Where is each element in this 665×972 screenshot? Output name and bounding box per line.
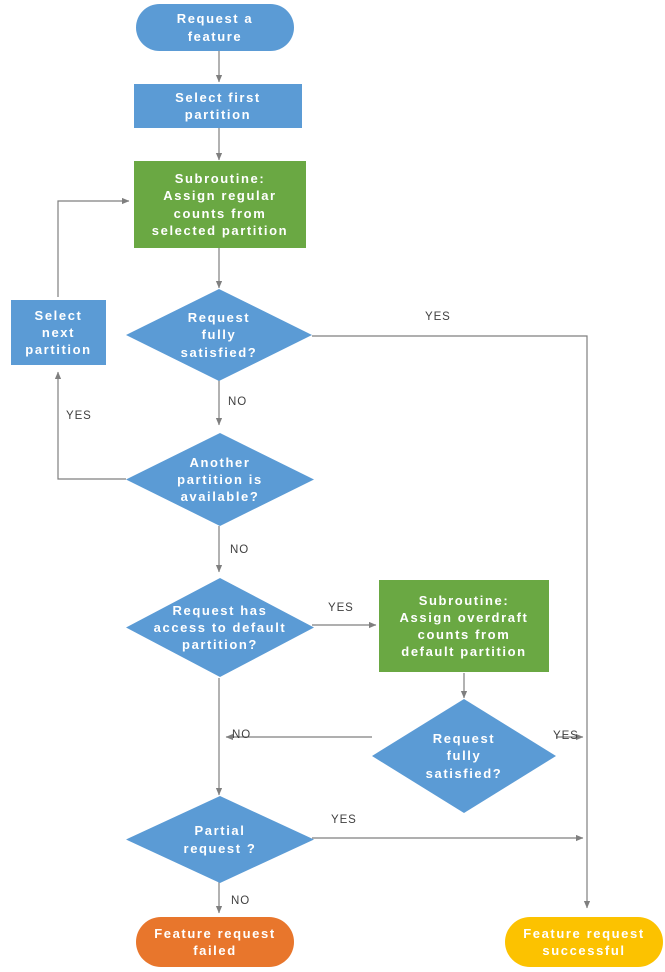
edge-decision1-yes bbox=[312, 335, 591, 909]
diamond-shape bbox=[126, 796, 314, 883]
edge-label-yes-fully-satisfied-1: YES bbox=[425, 311, 451, 323]
edge-label-yes-fully-satisfied-2: YES bbox=[553, 730, 579, 742]
edge-select-next-to-subroutine bbox=[57, 197, 130, 297]
edge-label-no-another-partition: NO bbox=[230, 544, 250, 556]
diamond-shape bbox=[126, 578, 314, 677]
edge-label-no-fully-satisfied-1: NO bbox=[228, 396, 248, 408]
edge-label-yes-access-default: YES bbox=[328, 602, 354, 614]
diamond-shape bbox=[126, 433, 314, 526]
edge-label-yes-partial-request: YES bbox=[331, 814, 357, 826]
edge-label-no-partial-request: NO bbox=[231, 895, 251, 907]
diamond-shape bbox=[126, 289, 312, 381]
edge-decision2-yes bbox=[54, 371, 126, 480]
diamond-shape bbox=[372, 699, 556, 813]
edge-label-yes-another-partition: YES bbox=[66, 410, 92, 422]
edge-label-no-fully-satisfied-2: NO bbox=[232, 729, 252, 741]
